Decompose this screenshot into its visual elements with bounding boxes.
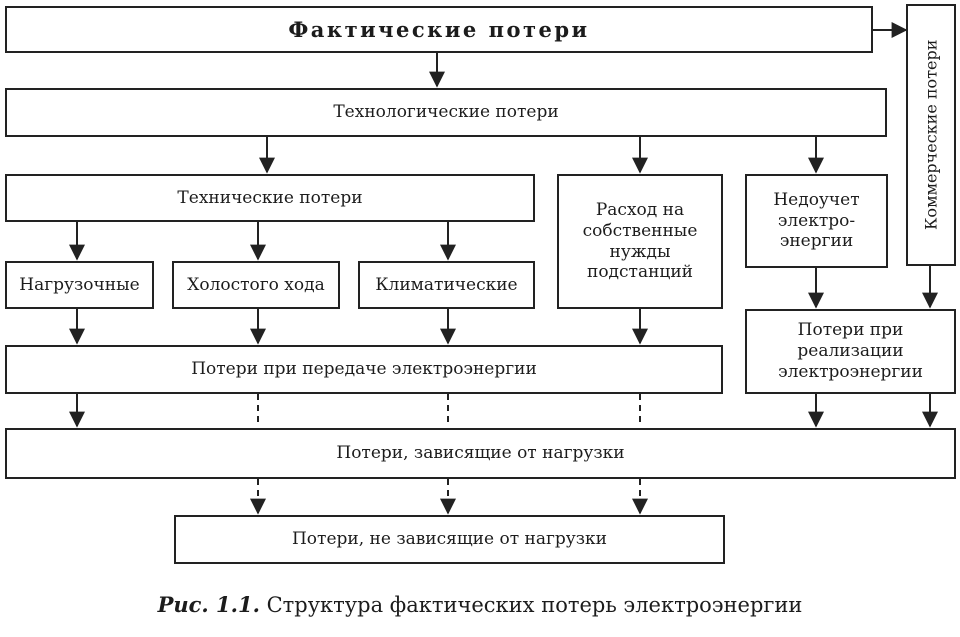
transmission-losses-box: Потери при передаче электроэнергии <box>5 345 723 394</box>
commercial-losses-box: Коммерческие потери <box>906 4 956 266</box>
under-metering-box: Недоучет электро- энергии <box>745 174 888 268</box>
technical-losses-box: Технические потери <box>5 174 535 222</box>
figure-caption-label: Рис. 1.1. <box>157 592 260 617</box>
figure-caption-text: Структура фактических потерь электроэнер… <box>259 593 803 617</box>
load-independent-losses-box: Потери, не зависящие от нагрузки <box>174 515 725 564</box>
idle-losses-box: Холостого хода <box>172 261 340 309</box>
substation-needs-box: Расход на собственные нужды подстанций <box>557 174 723 309</box>
realization-losses-box: Потери при реализации электроэнергии <box>745 309 956 394</box>
actual-losses-box: Фактические потери <box>5 6 873 53</box>
climatic-losses-box: Климатические <box>358 261 535 309</box>
commercial-losses-label: Коммерческие потери <box>921 39 941 231</box>
technological-losses-box: Технологические потери <box>5 88 887 137</box>
figure-caption: Рис. 1.1. Структура фактических потерь э… <box>0 592 960 617</box>
load-losses-box: Нагрузочные <box>5 261 154 309</box>
load-dependent-losses-box: Потери, зависящие от нагрузки <box>5 428 956 479</box>
